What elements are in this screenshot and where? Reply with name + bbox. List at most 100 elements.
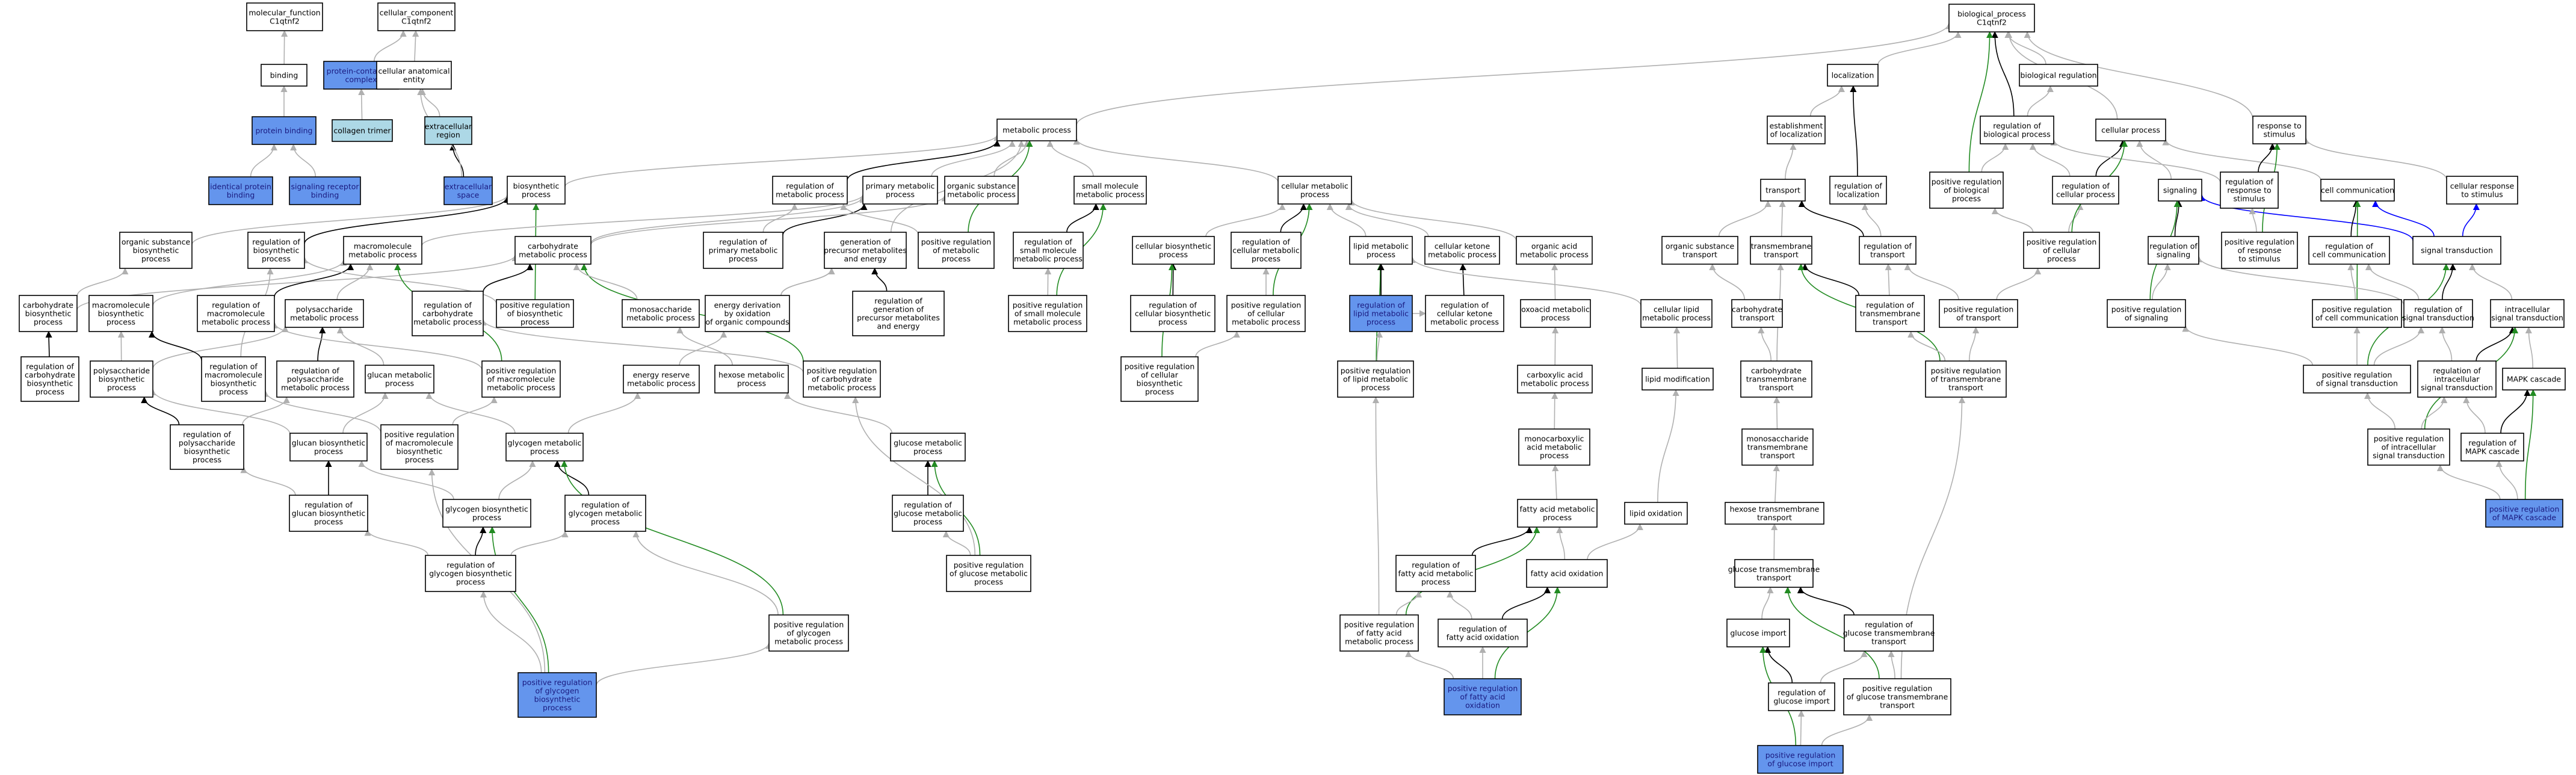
go-term-node[interactable]: lipid modification (1642, 368, 1714, 391)
go-term-node[interactable]: localization (1827, 64, 1879, 87)
go-term-node[interactable]: collagen trimer (332, 119, 393, 142)
go-term-node[interactable]: signal transduction (2412, 236, 2501, 265)
go-term-node[interactable]: cell communication (2320, 179, 2395, 202)
go-term-node[interactable]: biological regulation (2019, 64, 2098, 87)
go-term-node[interactable]: cellular process (2095, 119, 2166, 141)
go-term-node[interactable]: MAPK cascade (2502, 368, 2566, 391)
go-term-node[interactable]: lipid oxidation (1624, 502, 1688, 525)
go-term-node[interactable]: signaling (2158, 179, 2202, 202)
go-term-node[interactable]: transport (1760, 179, 1806, 202)
go-term-node[interactable]: protein binding (252, 116, 317, 145)
go-term-node[interactable]: regulation ofcarbohydratebiosyntheticpro… (20, 356, 79, 402)
go-term-node[interactable]: regulation ofmacromoleculebiosyntheticpr… (201, 356, 266, 402)
go-term-node[interactable]: fatty acid oxidation (1526, 559, 1608, 588)
